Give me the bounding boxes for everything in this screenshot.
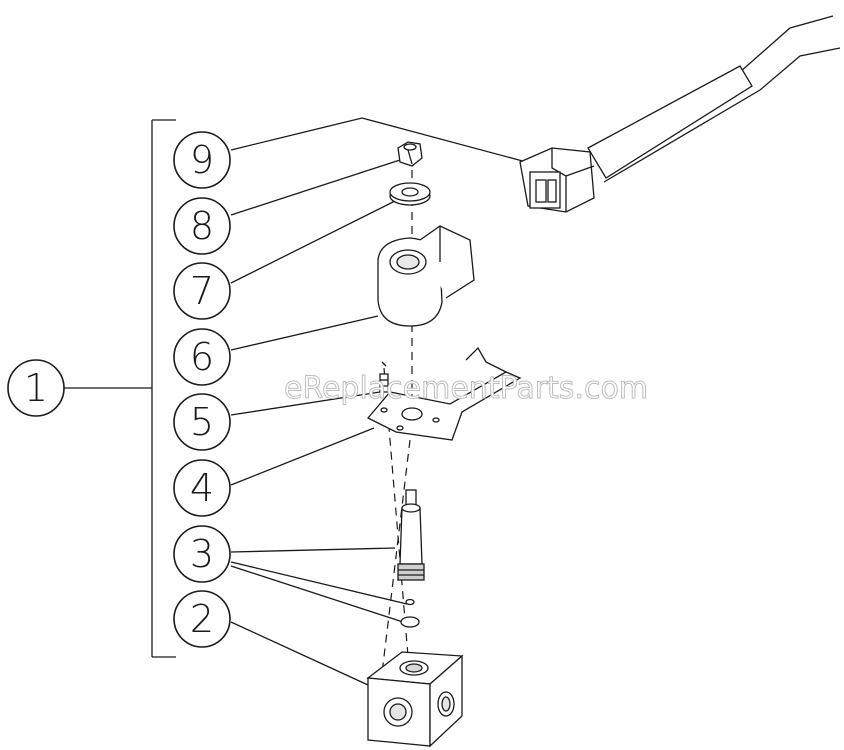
part-4-bracket-plate [366, 346, 522, 441]
callout-5-label: 5 [190, 400, 214, 444]
callout-4-label: 4 [190, 466, 214, 510]
leader-lines [230, 117, 531, 686]
callout-1: 1 [7, 359, 65, 417]
part-5-screw [379, 361, 389, 393]
connector-cable [519, 15, 841, 213]
assembly-bracket [64, 119, 176, 658]
callout-7: 7 [173, 262, 231, 320]
callout-5: 5 [173, 393, 231, 451]
callout-4: 4 [173, 459, 231, 517]
callout-1-label: 1 [24, 366, 48, 410]
callout-8-label: 8 [190, 204, 214, 248]
callout-7-label: 7 [190, 269, 214, 313]
part-9-nut [397, 141, 423, 167]
callout-2: 2 [173, 590, 231, 648]
callout-6-label: 6 [190, 335, 214, 379]
assembly-axis [379, 170, 413, 691]
part-2-valve-body [366, 651, 464, 748]
callout-3-label: 3 [190, 532, 214, 576]
part-3-armature-tube [397, 489, 425, 628]
callout-8: 8 [173, 197, 231, 255]
callout-2-label: 2 [190, 597, 214, 641]
callout-3: 3 [173, 525, 231, 583]
part-8-washer [389, 182, 431, 206]
callout-6: 6 [173, 328, 231, 386]
callout-9-label: 9 [190, 138, 214, 182]
part-6-coil [377, 225, 475, 327]
watermark-text: eReplacementParts.com [284, 371, 648, 406]
callout-9: 9 [173, 131, 231, 189]
